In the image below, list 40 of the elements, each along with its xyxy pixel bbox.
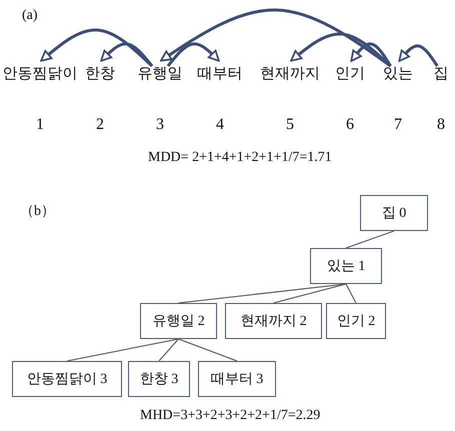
word-index: 1	[36, 116, 44, 134]
word-index: 2	[96, 116, 104, 134]
tree-node-box: 한창 3	[128, 361, 190, 397]
tree-line	[158, 338, 179, 362]
dependency-arrow	[40, 28, 154, 68]
word: 있는	[383, 64, 413, 83]
tree-node-box: 집 0	[360, 195, 428, 231]
tree-line	[273, 284, 346, 304]
tree-node-box: 때부터 3	[198, 361, 276, 397]
word-index: 4	[216, 116, 224, 134]
word-index: 5	[286, 116, 294, 134]
dependency-arrow	[100, 42, 154, 67]
word-index: 6	[346, 116, 354, 134]
tree-node-box: 있는 1	[310, 248, 382, 284]
word-index: 8	[437, 116, 445, 134]
dependency-arrow	[398, 44, 438, 67]
word: 집	[434, 64, 448, 83]
tree-line	[346, 230, 394, 248]
word-index: 7	[394, 116, 402, 134]
tree-line	[346, 284, 356, 304]
dependency-arrow	[166, 42, 220, 67]
word: 때부터	[198, 64, 242, 83]
dependency-arrow	[290, 32, 392, 68]
panel-label: (a)	[22, 8, 38, 24]
panel-label: （b）	[20, 203, 55, 220]
word: 한창	[85, 64, 115, 83]
tree-line	[66, 338, 179, 362]
tree-node-box: 현재까지 2	[225, 303, 322, 339]
formula: MHD=3+3+2+3+2+2+1/7=2.29	[140, 408, 320, 424]
tree-line	[178, 338, 238, 362]
tree-node-box: 유행일 2	[140, 303, 217, 339]
word: 현재까지	[260, 64, 320, 83]
dependency-arrow	[350, 42, 392, 67]
tree-node-box: 안동찜닭이 3	[12, 361, 122, 397]
word-index: 3	[156, 116, 164, 134]
word: 인기	[335, 64, 365, 83]
tree-node-box: 인기 2	[326, 303, 386, 339]
word: 안동찜닭이	[2, 64, 78, 83]
formula: MDD= 2+1+4+1+2+1+1/7=1.71	[148, 150, 332, 166]
word: 유행일	[138, 64, 182, 83]
